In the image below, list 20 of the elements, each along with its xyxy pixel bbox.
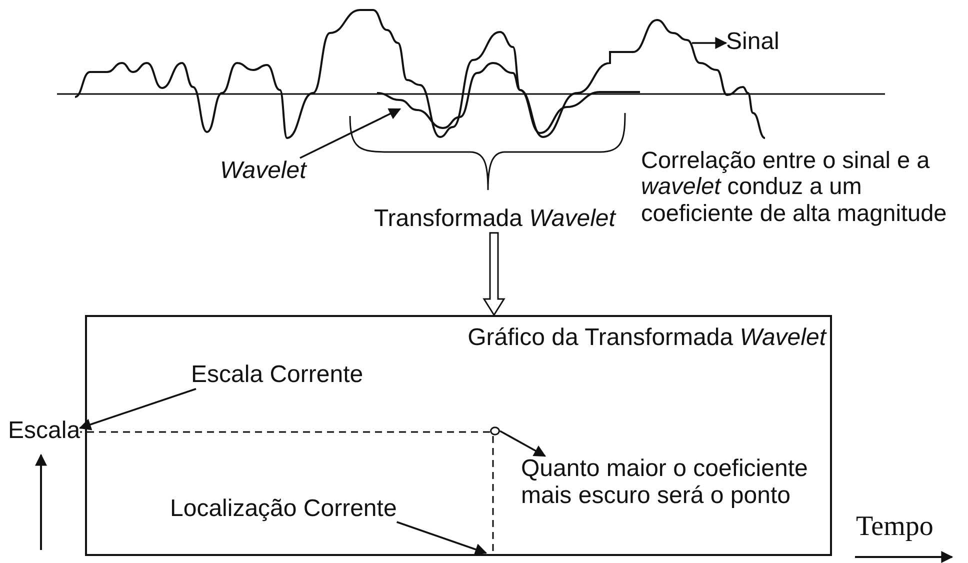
arrow (78, 388, 196, 430)
current-scale-label: Escala Corrente (191, 362, 364, 389)
arrow (482, 232, 506, 316)
dashed-line (80, 431, 490, 433)
plot-title: Gráfico da Transformada Wavelet (466, 325, 826, 352)
arrow (500, 430, 546, 457)
transform-label: Transformada Wavelet (374, 206, 616, 233)
arrow (692, 37, 728, 49)
current-location-label: Localização Corrente (170, 496, 397, 523)
scale-axis-label: Escala (8, 418, 80, 445)
leader-line (396, 521, 488, 556)
point-marker (490, 426, 500, 436)
time-axis-label: Tempo (856, 511, 934, 542)
wavelet-label: Wavelet (220, 158, 306, 185)
coefficient-note: Quanto maior o coeficiente mais escuro será o ponto (521, 456, 833, 510)
dashed-line (492, 436, 494, 554)
signal-label: Sinal (726, 29, 780, 56)
plot-frame (85, 315, 832, 556)
correlation-note: Correlação entre o sinal e a wavelet conduz a um coeficiente de alta magnitude (641, 147, 948, 226)
leader-line (300, 108, 402, 159)
